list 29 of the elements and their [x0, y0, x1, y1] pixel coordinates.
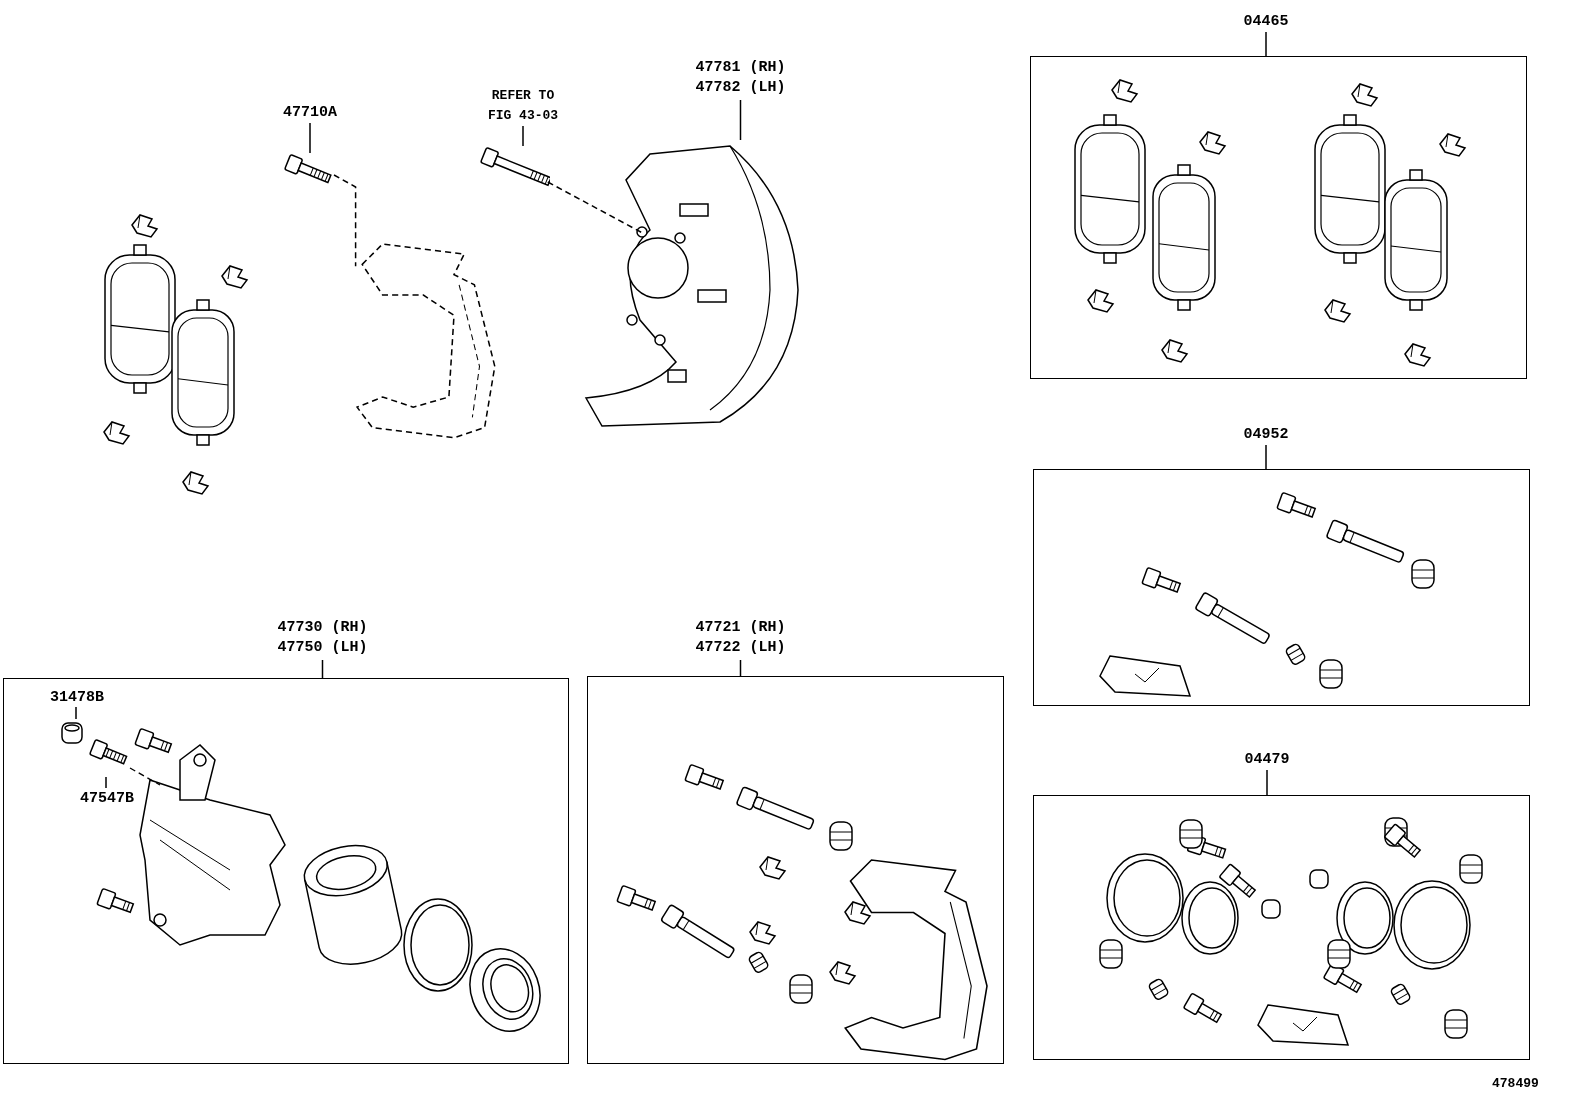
- kit-frame: [587, 676, 1004, 1064]
- drawing-number: 478499: [1492, 1076, 1539, 1091]
- leader-line: [1265, 444, 1267, 470]
- part-number: 04952: [1232, 425, 1300, 445]
- cap-drawing: [59, 720, 85, 746]
- part-number: 04479: [1234, 750, 1300, 770]
- leader-line: [739, 659, 742, 677]
- kit-frame: [1030, 56, 1527, 379]
- part-number: 47781 (RH) 47782 (LH): [683, 58, 798, 100]
- part-number: 47730 (RH) 47750 (LH): [265, 618, 380, 660]
- leader-line: [75, 706, 77, 720]
- leader-line: [105, 776, 107, 789]
- leader-line: [522, 125, 524, 147]
- kit-frame: [1033, 795, 1530, 1060]
- leader-line: [333, 174, 357, 268]
- leader-line: [321, 659, 324, 679]
- leader-line: [739, 99, 742, 141]
- part-number: 47710A: [270, 103, 350, 123]
- leader-line: [309, 122, 311, 154]
- part-number: REFER TO FIG 43-03: [478, 86, 568, 126]
- part-number: 47721 (RH) 47722 (LH): [683, 618, 798, 660]
- part-number: 31478B: [39, 688, 115, 708]
- leader-line: [1265, 31, 1267, 57]
- part-number: 47547B: [69, 789, 145, 809]
- kit-frame: [3, 678, 569, 1064]
- leader-line: [1266, 769, 1268, 796]
- part-number: 04465: [1234, 12, 1298, 32]
- leader-line: [547, 181, 643, 234]
- kit-frame: [1033, 469, 1530, 706]
